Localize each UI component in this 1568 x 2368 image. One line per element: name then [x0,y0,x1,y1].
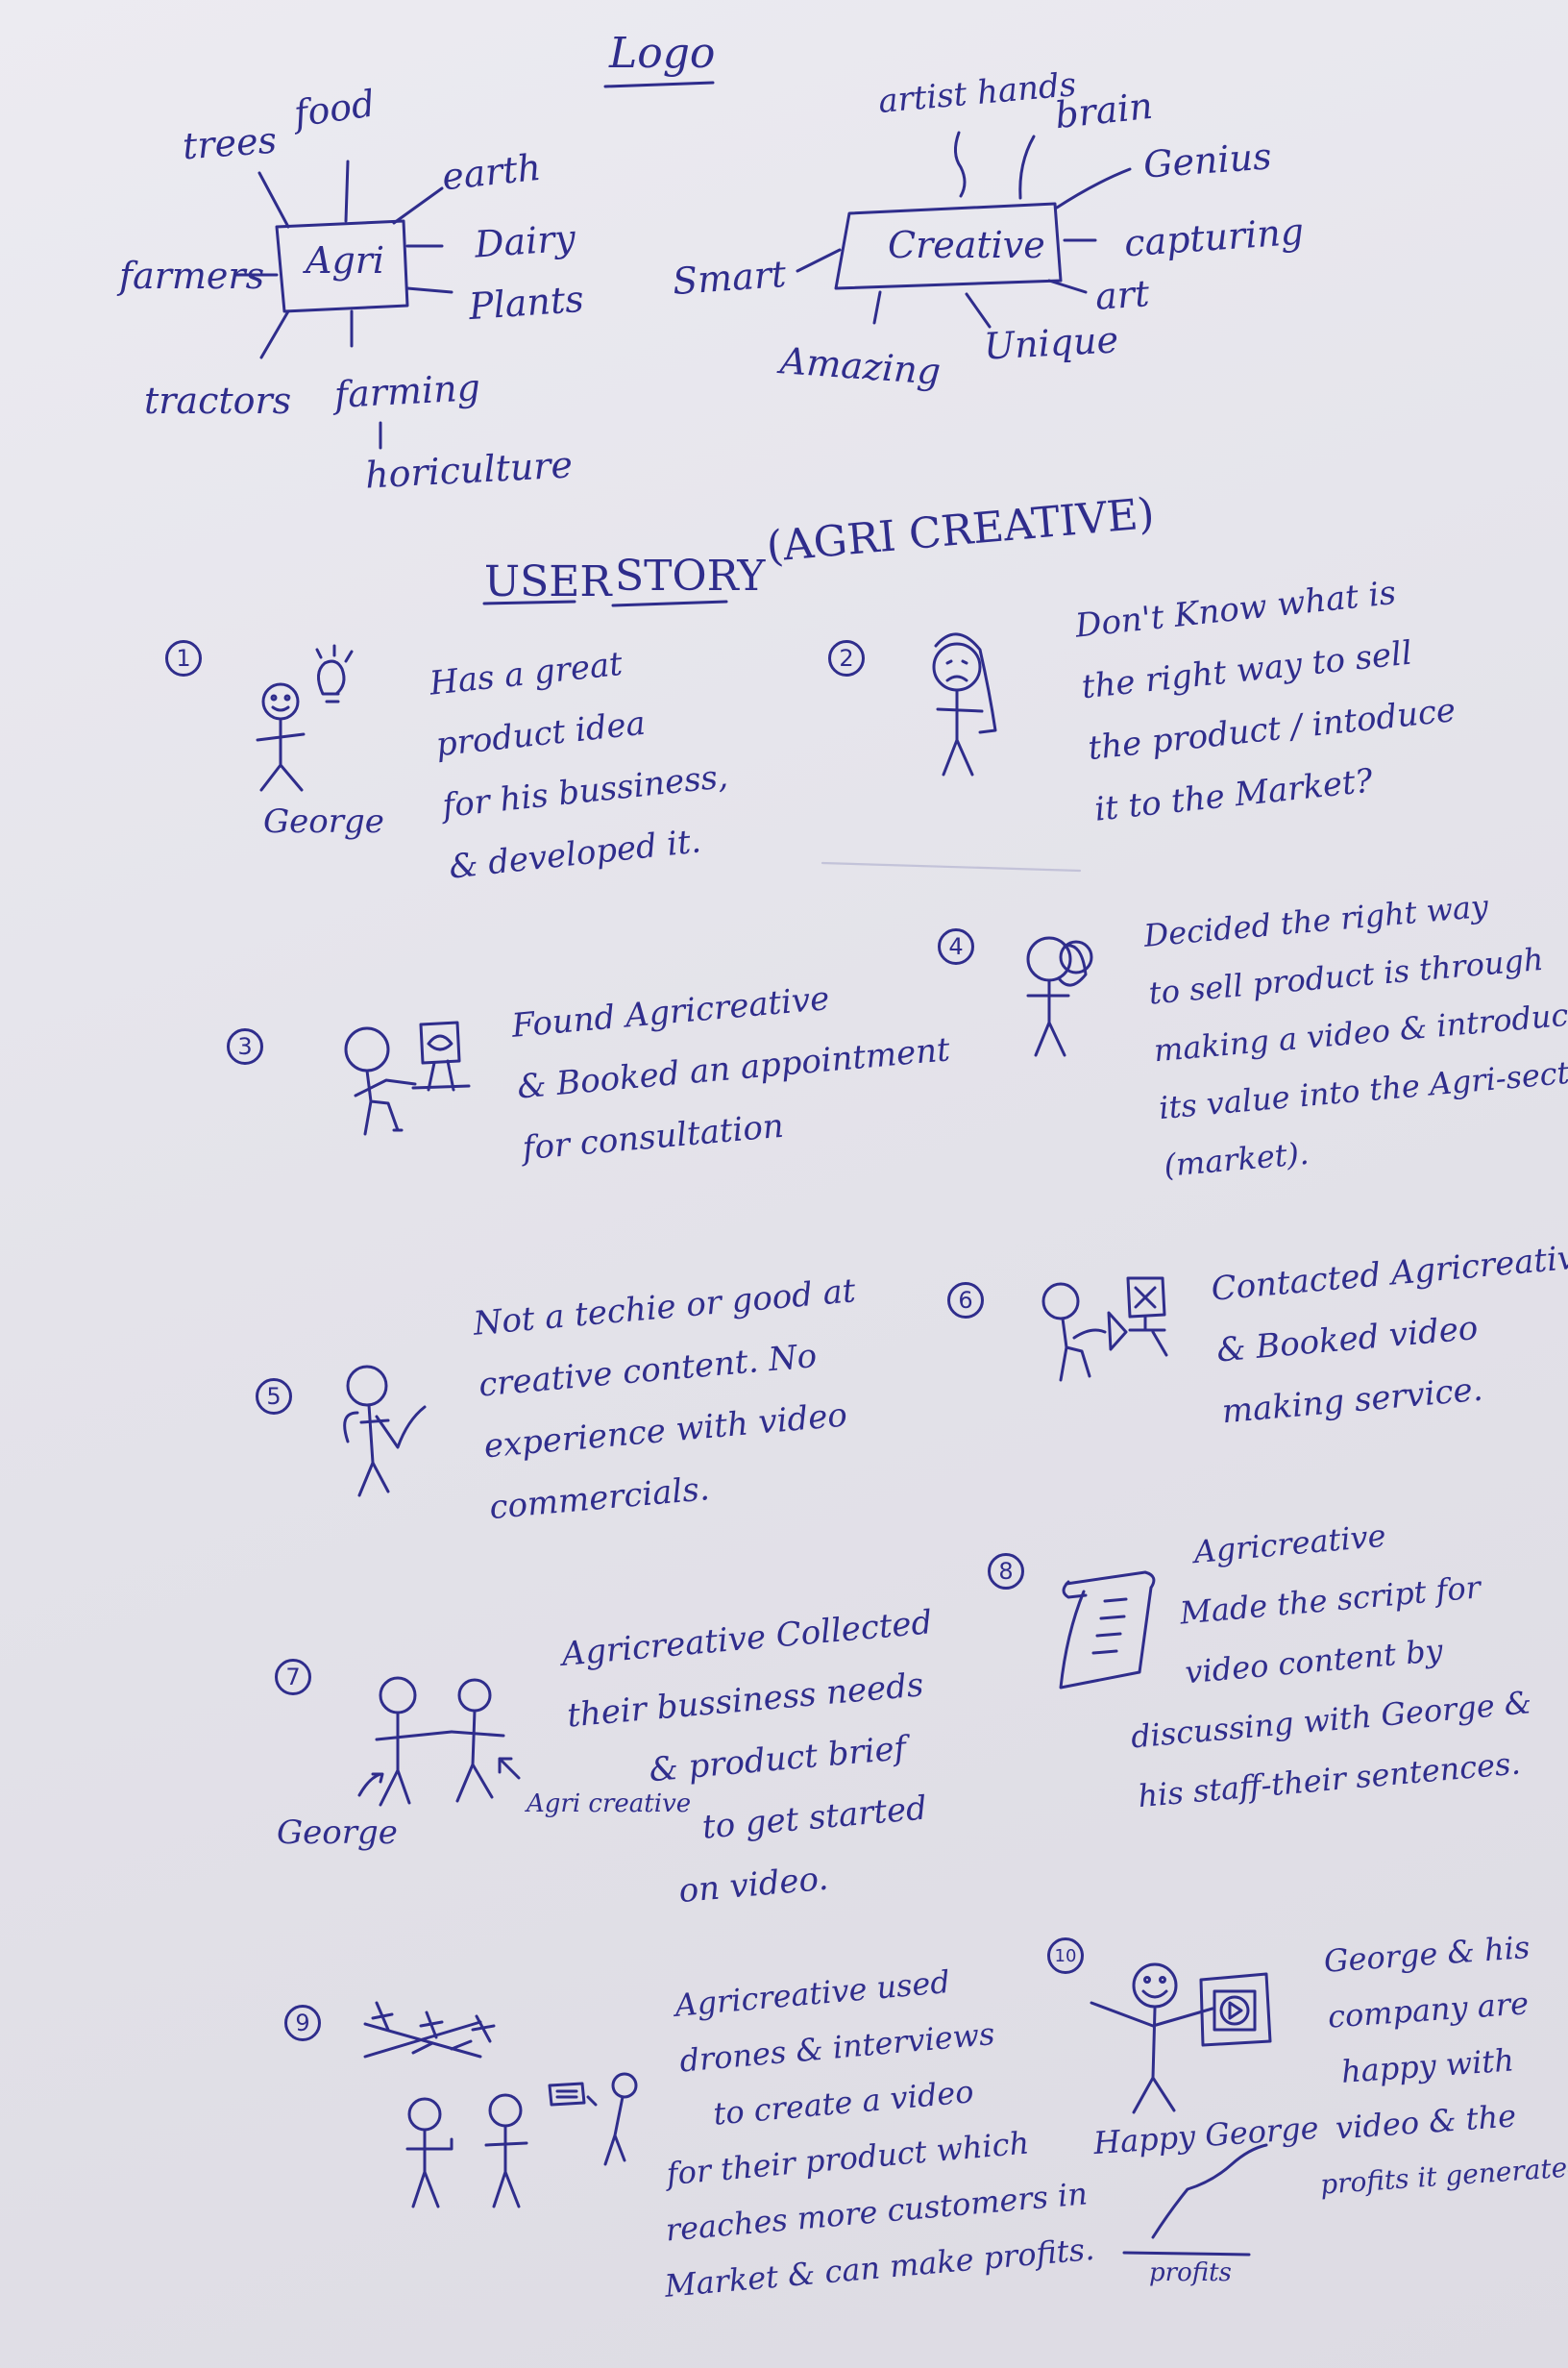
panel-8-text: Agricreative Made the script for video c… [1129,1494,1539,1821]
panel-10-text: George & his company are happy with vide… [1319,1916,1568,2211]
creative-ray [1047,279,1088,294]
agri-word-food: food [291,82,378,136]
creative-word-unique: Unique [982,318,1120,368]
heading-underline-story [611,600,728,607]
panel-2-figure [932,632,997,777]
panel-3-figure [344,1021,471,1136]
creative-center-label: Creative [888,224,1045,266]
creative-ray [872,290,882,325]
agri-word-trees: trees [181,118,279,168]
creative-word-amazing: Amazing [778,339,943,393]
agri-word-plants: Plants [467,277,586,329]
panel-9-figure [363,2001,638,2208]
panel-7-figure-label-george: George [277,1813,398,1852]
agri-center-label: Agri [306,239,385,282]
creative-word-smart: Smart [671,252,788,304]
panel-7-text: Agricreative Collected their bussiness n… [559,1591,956,1930]
agri-ray [257,171,290,229]
panel-9-text: Agricreative used drones & interviews to… [663,1943,1096,2311]
agri-word-earth: earth [439,145,544,199]
panel-1-number: 1 [165,640,202,677]
story-heading-story: STORY [615,552,766,601]
panel-2-text: Don't Know what is the right way to sell… [1072,557,1465,841]
agri-word-dairy: Dairy [473,216,577,266]
agri-word-horiculture: horiculture [363,443,574,497]
panel-3-text: Found Agricreative & Booked an appointme… [509,958,958,1180]
agri-word-farming: farming [332,366,481,416]
panel-4-text: Decided the right way to sell product is… [1141,869,1568,1195]
creative-box [834,202,1063,290]
logo-title: Logo [609,29,716,78]
panel-1-text: Has a great product idea for his bussine… [427,624,737,899]
creative-word-art: art [1093,272,1151,318]
panel-5-text: Not a techie or good at creative content… [471,1260,874,1539]
panel-4-number: 4 [938,928,974,965]
logo-title-underline [603,81,715,88]
heading-underline-user [482,600,576,605]
agri-ray [405,286,453,294]
panel-5-number: 5 [256,1378,292,1415]
creative-ray [954,131,967,198]
story-heading-user: USER [484,557,612,606]
paper-mark [821,861,1082,873]
panel-10-number: 10 [1047,1937,1084,1974]
panel-10-figure [1090,1962,1272,2257]
panel-6-text: Contacted Agricreative & Booked video ma… [1209,1225,1568,1443]
panel-10-graph-label: profits [1149,2258,1232,2287]
panel-7-number: 7 [275,1659,311,1695]
agri-word-farmers: farmers [119,255,265,297]
agri-word-tractors: tractors [144,380,292,422]
creative-ray [1018,135,1036,200]
agri-ray [259,309,290,359]
creative-word-brain: brain [1052,84,1155,137]
panel-3-number: 3 [227,1028,263,1065]
panel-7-figure-label-agri: Agri creative [527,1789,692,1818]
panel-1-figure-label: George [263,802,384,841]
panel-5-figure [343,1365,427,1497]
panel-7-figure [357,1676,521,1807]
creative-ray [1055,167,1132,210]
panel-4-figure [1026,936,1093,1057]
creative-ray [965,292,992,329]
creative-word-genius: Genius [1141,135,1273,186]
panel-6-figure [1041,1276,1168,1382]
panel-2-number: 2 [828,640,865,677]
panel-6-number: 6 [947,1282,984,1319]
panel-8-figure [1059,1570,1156,1690]
panel-8-number: 8 [988,1553,1024,1590]
agri-ray [344,160,350,223]
creative-ray [796,248,842,273]
agri-ray [392,186,444,225]
panel-1-figure [256,644,354,792]
panel-9-number: 9 [284,2005,321,2041]
agri-box [275,219,409,313]
